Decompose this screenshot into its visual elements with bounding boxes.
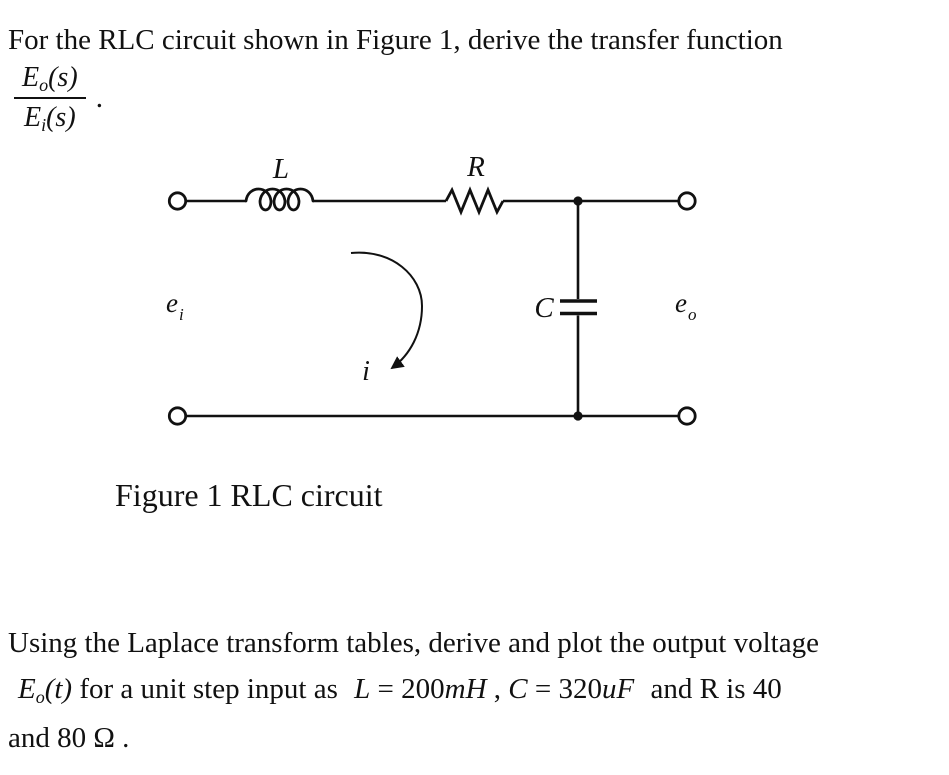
task-paragraph: Using the Laplace transform tables, deri… (8, 620, 948, 761)
transfer-function-fraction: Eo(s) Ei(s) (14, 62, 86, 135)
terminal-bottom-left (167, 406, 188, 426)
capacitance-value: = 320 (527, 673, 602, 705)
capacitance-symbol: C (508, 673, 528, 705)
output-voltage-argument: (t) (44, 673, 73, 705)
inductor-symbol (244, 187, 315, 212)
task-line-2: Eo(t) for a unit step input as L = 200mH… (8, 666, 948, 715)
task-line-1: Using the Laplace transform tables, deri… (8, 627, 819, 659)
terminal-bottom-right (677, 406, 697, 426)
terminal-top-right (677, 191, 697, 211)
current-arrow (350, 251, 424, 370)
problem-intro-text: For the RLC circuit shown in Figure 1, d… (8, 24, 783, 56)
numerator-subscript: o (39, 74, 49, 95)
resistance-text: and R is 40 (643, 673, 782, 705)
resistor-symbol (444, 186, 505, 216)
capacitor-label: C (534, 292, 554, 324)
fraction-numerator: Eo(s) (14, 62, 86, 99)
input-voltage-label: ei (166, 288, 184, 324)
transfer-function-expression: Eo(s) Ei(s) . (14, 62, 104, 135)
rlc-circuit-diagram: L R C i ei eo (166, 151, 697, 426)
output-voltage-symbol: E (18, 673, 36, 705)
junction-dot-bottom (573, 411, 583, 421)
denominator-symbol: E (23, 102, 42, 133)
inductance-value: = 200 (370, 673, 445, 705)
fraction-denominator: Ei(s) (14, 99, 86, 135)
capacitance-unit: uF (601, 673, 635, 705)
denominator-argument: (s) (46, 102, 76, 133)
inductance-symbol: L (354, 673, 371, 705)
inductance-unit: mH (444, 673, 487, 705)
task-line-3: and 80 Ω . (8, 722, 130, 754)
output-voltage-subscript: o (35, 686, 45, 707)
figure-caption: Figure 1 RLC circuit (115, 477, 383, 513)
numerator-argument: (s) (48, 62, 78, 93)
sentence-period: . (95, 81, 104, 114)
task-line-2-text: for a unit step input as (72, 673, 346, 705)
current-label: i (362, 356, 370, 387)
output-voltage-label: eo (675, 288, 696, 324)
resistor-label: R (466, 151, 485, 183)
terminal-top-left (167, 191, 188, 211)
inductor-label: L (272, 153, 289, 185)
value-separator: , (486, 673, 509, 705)
denominator-subscript: i (41, 114, 47, 135)
numerator-symbol: E (22, 62, 40, 93)
